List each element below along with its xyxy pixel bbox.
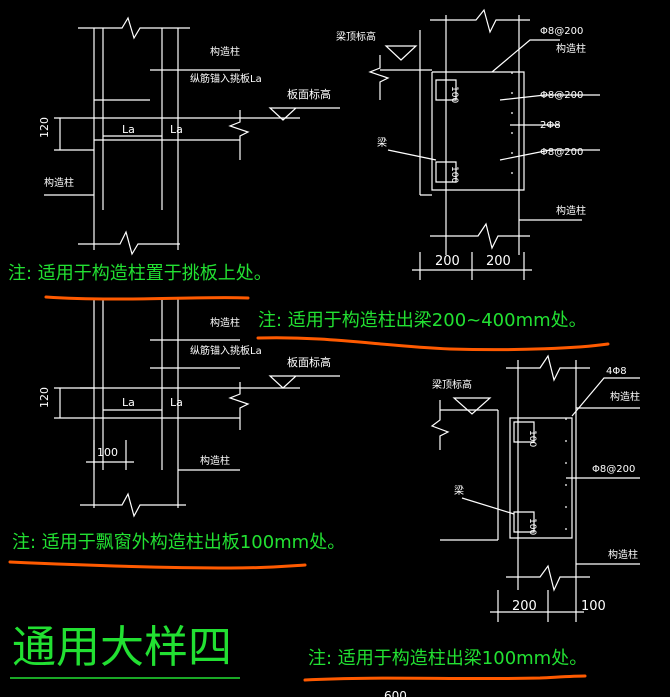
d2-beam-leader bbox=[387, 149, 437, 161]
d1-slab-level-symbol bbox=[268, 107, 340, 121]
d2-rebar-middle: 2Φ8 bbox=[540, 120, 561, 131]
d2-leaders bbox=[491, 39, 600, 161]
d4-dim-100-top: 100 bbox=[527, 430, 537, 447]
d3-dim-100-line bbox=[86, 440, 134, 470]
d2-label-column-top: 构造柱 bbox=[556, 42, 586, 55]
d2-beam-edge bbox=[380, 69, 432, 196]
note-1: 注: 适用于构造柱置于挑板上处。 bbox=[8, 263, 272, 284]
note-4-underline bbox=[303, 674, 587, 682]
d1-la-right: La bbox=[170, 123, 183, 136]
d4-dim-100-bottom: 100 bbox=[527, 518, 537, 535]
d1-la-left: La bbox=[122, 123, 135, 136]
d2-hook-top bbox=[435, 79, 457, 101]
d4-top-leaders bbox=[571, 377, 640, 417]
d4-beam-leader bbox=[461, 497, 515, 515]
d4-label-beam: 梁 bbox=[454, 484, 464, 497]
detail-2: 100 100 梁顶标高 Φ8@200 构造柱 Φ8@200 2Φ8 Φ8@20… bbox=[336, 8, 600, 280]
d3-dim-120-line bbox=[54, 387, 94, 419]
d2-rebar-bottom: Φ8@200 bbox=[540, 147, 583, 158]
d2-rebar-side: Φ8@200 bbox=[540, 90, 583, 101]
note-3: 注: 适用于飘窗外构造柱出板100mm处。 bbox=[12, 532, 345, 553]
d1-hatch bbox=[94, 69, 240, 101]
d2-dim-right: 200 bbox=[486, 254, 511, 269]
d1-label-column-lower: 构造柱 bbox=[44, 176, 74, 189]
d1-label-anchor: 纵筋锚入挑板La bbox=[190, 72, 262, 85]
d2-top-break bbox=[430, 8, 530, 34]
d4-dim-right: 100 bbox=[581, 599, 606, 614]
d2-label-column-bottom: 构造柱 bbox=[556, 204, 586, 217]
d2-dim-line bbox=[412, 252, 532, 280]
d1-dim-120: 120 bbox=[38, 117, 51, 138]
d3-label-anchor: 纵筋锚入挑板La bbox=[190, 344, 262, 357]
note-3-underline bbox=[8, 560, 307, 570]
d4-label-column-top: 构造柱 bbox=[610, 390, 640, 403]
detail-4: 100 100 梁顶标高 4Φ8 构造柱 Φ8@200 梁 构造柱 200 10… bbox=[430, 354, 640, 622]
d2-dim-100-top: 100 bbox=[449, 86, 459, 103]
d3-slab-break bbox=[228, 382, 250, 430]
d3-label-column: 构造柱 bbox=[210, 316, 240, 329]
d3-label-slab-level: 板面标高 bbox=[287, 355, 331, 369]
d2-label-beam-top: 梁顶标高 bbox=[336, 30, 376, 43]
d2-stirrup-outline bbox=[431, 71, 525, 191]
d2-beam-top-symbol bbox=[384, 45, 418, 61]
note-4: 注: 适用于构造柱出梁100mm处。 bbox=[308, 648, 587, 669]
d4-hook-bottom bbox=[513, 511, 535, 533]
d4-beam-break bbox=[430, 400, 450, 450]
d2-dim-100-bottom: 100 bbox=[449, 166, 459, 183]
d3-bottom-break bbox=[80, 492, 186, 518]
d2-label-beam: 梁 bbox=[377, 136, 387, 149]
detail-3: 120 La La 构造柱 纵筋锚入挑板La 板面标高 100 构造柱 bbox=[38, 298, 340, 518]
d1-top-break bbox=[78, 16, 190, 40]
d4-dim-line bbox=[490, 590, 584, 622]
d3-slab-level-symbol bbox=[268, 375, 340, 389]
d1-dim-120-line bbox=[54, 117, 94, 151]
d3-dim-120: 120 bbox=[38, 387, 51, 408]
d2-rebar-top: Φ8@200 bbox=[540, 26, 583, 37]
d4-label-beam-top: 梁顶标高 bbox=[432, 378, 472, 391]
detail-1: 120 La La 构造柱 纵筋锚入挑板La 板面标高 构造柱 bbox=[38, 16, 340, 256]
note-2-underline bbox=[256, 336, 610, 352]
d2-beam-break bbox=[368, 55, 390, 100]
d4-beam-lines bbox=[440, 409, 498, 541]
note-1-underline bbox=[44, 295, 250, 301]
d4-rebar-side: Φ8@200 bbox=[592, 464, 635, 475]
d3-la-left: La bbox=[122, 396, 135, 409]
d2-hook-bottom bbox=[435, 161, 457, 183]
d1-bottom-break bbox=[78, 230, 180, 256]
note-2: 注: 适用于构造柱出梁200~400mm处。 bbox=[258, 310, 587, 331]
d4-label-column-bottom: 构造柱 bbox=[608, 548, 638, 561]
d4-hook-top bbox=[513, 421, 535, 443]
d2-bottom-break bbox=[430, 222, 530, 250]
d3-leaders bbox=[150, 339, 240, 369]
d1-label-slab-level: 板面标高 bbox=[287, 87, 331, 101]
d3-label-column-lower: 构造柱 bbox=[200, 454, 230, 467]
d1-slab-break bbox=[228, 110, 250, 160]
d3-dim-100: 100 bbox=[97, 446, 118, 459]
d4-top-break bbox=[506, 354, 590, 382]
d2-dim-left: 200 bbox=[435, 254, 460, 269]
d4-rebar-top: 4Φ8 bbox=[606, 366, 627, 377]
drawing-title: 通用大样四 bbox=[12, 622, 232, 673]
d4-stirrup-outline bbox=[509, 417, 573, 539]
d3-la-right: La bbox=[170, 396, 183, 409]
d4-dim-left: 200 bbox=[512, 599, 537, 614]
d4-beam-top-symbol bbox=[452, 397, 492, 415]
d4-bottom-break bbox=[506, 564, 590, 592]
bottom-dim: 600 bbox=[384, 689, 407, 697]
d1-label-column: 构造柱 bbox=[210, 45, 240, 58]
